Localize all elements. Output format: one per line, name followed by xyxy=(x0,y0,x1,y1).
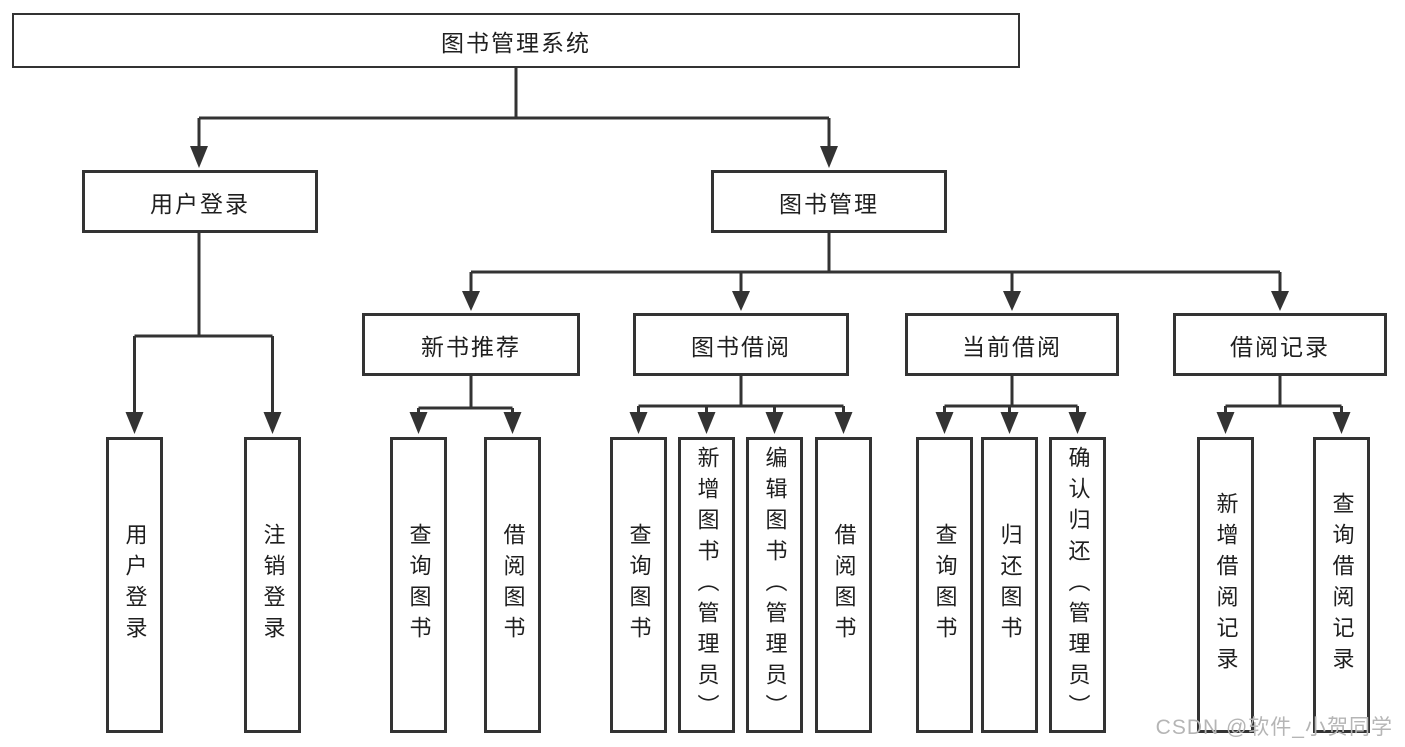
leaf-return-books: 归还图书 xyxy=(981,437,1038,733)
leaf-label: 查询图书 xyxy=(626,523,652,647)
node-library-management-system: 图书管理系统 xyxy=(12,13,1020,68)
leaf-label: 查询借阅记录 xyxy=(1329,492,1355,678)
leaf-borrow-books-borrowing: 借阅图书 xyxy=(815,437,872,733)
leaf-label: 借阅图书 xyxy=(831,523,857,647)
arrowhead-icons xyxy=(125,146,1351,434)
node-label: 图书管理系统 xyxy=(441,29,591,56)
leaf-add-books-admin: 新增图书（管理员） xyxy=(678,437,735,733)
leaf-label: 新增图书（管理员） xyxy=(694,445,720,725)
node-book-management: 图书管理 xyxy=(711,170,947,233)
node-label: 用户登录 xyxy=(150,190,250,217)
node-label: 新书推荐 xyxy=(421,333,521,360)
leaf-label: 归还图书 xyxy=(997,523,1023,647)
node-label: 借阅记录 xyxy=(1230,333,1330,360)
leaf-logout: 注销登录 xyxy=(244,437,301,733)
node-current-borrowing: 当前借阅 xyxy=(905,313,1119,376)
leaf-label: 借阅图书 xyxy=(500,523,526,647)
node-borrowing-records: 借阅记录 xyxy=(1173,313,1387,376)
csdn-watermark: CSDN @软件_小贺同学 xyxy=(1155,716,1393,739)
leaf-query-books-recommend: 查询图书 xyxy=(390,437,447,733)
leaf-label: 查询图书 xyxy=(406,523,432,647)
leaf-label: 新增借阅记录 xyxy=(1213,492,1239,678)
node-user-login: 用户登录 xyxy=(82,170,318,233)
node-label: 图书借阅 xyxy=(691,333,791,360)
leaf-user-login: 用户登录 xyxy=(106,437,163,733)
leaf-add-borrow-record: 新增借阅记录 xyxy=(1197,437,1254,733)
leaf-borrow-books-recommend: 借阅图书 xyxy=(484,437,541,733)
leaf-label: 用户登录 xyxy=(122,523,148,647)
node-label: 当前借阅 xyxy=(962,333,1062,360)
node-new-book-recommend: 新书推荐 xyxy=(362,313,580,376)
leaf-query-books-borrowing: 查询图书 xyxy=(610,437,667,733)
leaf-query-borrow-record: 查询借阅记录 xyxy=(1313,437,1370,733)
leaf-query-books-current: 查询图书 xyxy=(916,437,973,733)
leaf-label: 注销登录 xyxy=(260,523,286,647)
leaf-confirm-return-admin: 确认归还（管理员） xyxy=(1049,437,1106,733)
leaf-label: 编辑图书（管理员） xyxy=(762,445,788,725)
leaf-label: 查询图书 xyxy=(932,523,958,647)
node-label: 图书管理 xyxy=(779,190,879,217)
node-book-borrowing: 图书借阅 xyxy=(633,313,849,376)
leaf-label: 确认归还（管理员） xyxy=(1065,445,1091,725)
leaf-edit-books-admin: 编辑图书（管理员） xyxy=(746,437,803,733)
